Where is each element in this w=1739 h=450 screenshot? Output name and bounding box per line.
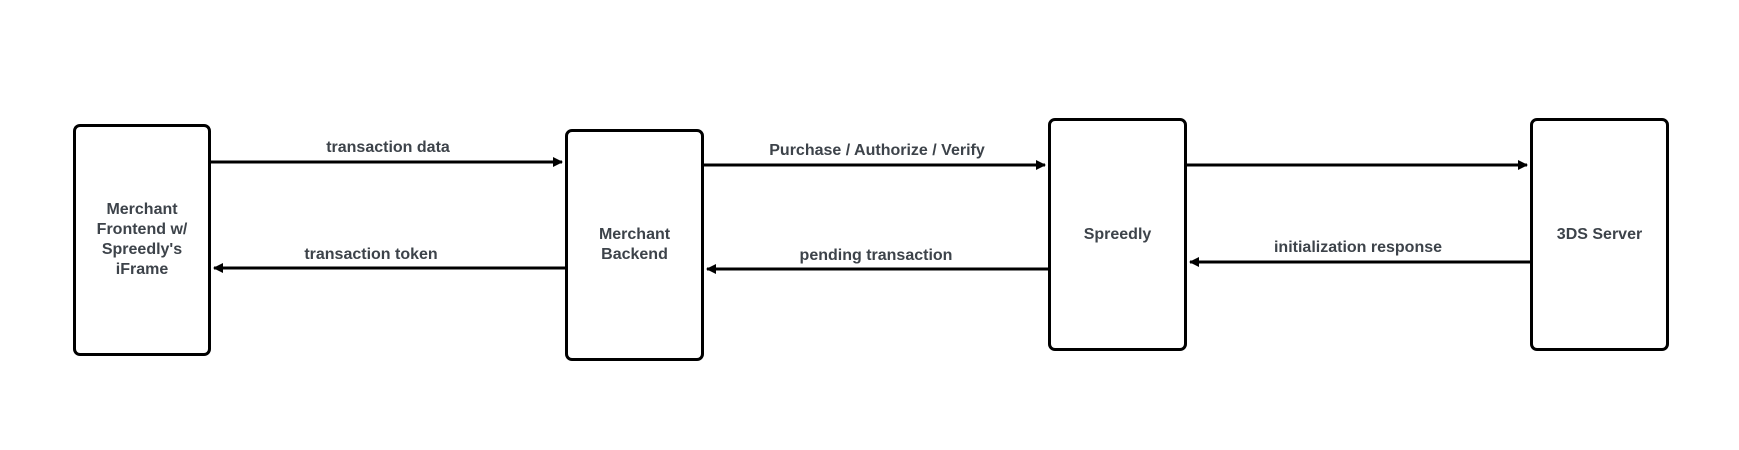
pending-transaction-label: pending transaction <box>799 247 953 264</box>
purchase-authorize-verify-label: Purchase / Authorize / Verify <box>769 142 985 159</box>
3ds-server-node: 3DS Server <box>1530 118 1669 351</box>
merchant-backend-node: Merchant Backend <box>565 129 704 361</box>
3ds-server-label: 3DS Server <box>1556 225 1643 243</box>
spreedly-node: Spreedly <box>1048 118 1187 351</box>
transaction-token-label: transaction token <box>304 246 438 263</box>
merchant-backend-label: Merchant Backend <box>598 226 671 263</box>
spreedly-label: Spreedly <box>1083 225 1152 243</box>
transaction-data-label: transaction data <box>326 139 450 156</box>
merchant-frontend-node: Merchant Frontend w/ Spreedly's iFrame <box>73 124 211 356</box>
initialization-response-label: initialization response <box>1273 239 1443 256</box>
merchant-frontend-label: Merchant Frontend w/ Spreedly's iFrame <box>96 201 188 278</box>
